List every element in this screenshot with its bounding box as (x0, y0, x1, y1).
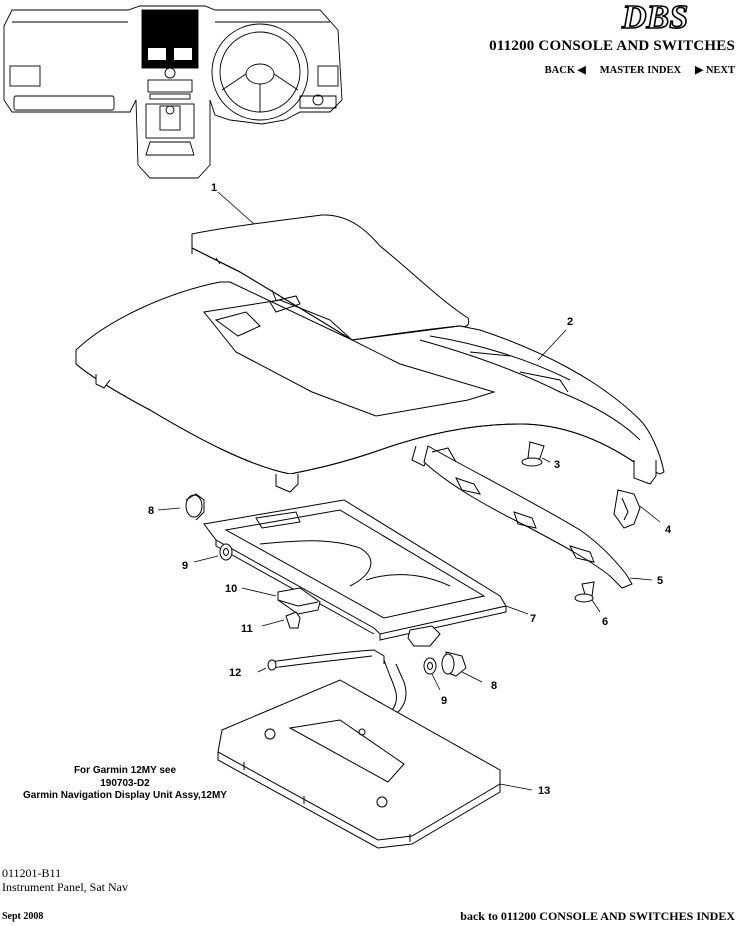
note-line-3: Garmin Navigation Display Unit Assy,12MY (23, 790, 227, 801)
callout-5: 5 (657, 575, 663, 587)
logo-text: DBS (621, 0, 688, 34)
diagram-description: Instrument Panel, Sat Nav (2, 880, 128, 894)
part-8-rotary-knob-upper (157, 493, 205, 521)
note-line-1: For Garmin 12MY see (73, 765, 177, 776)
callout-10: 10 (225, 583, 237, 595)
note-line-2: 190703-D2 (100, 777, 150, 789)
callout-7: 7 (530, 613, 536, 625)
part-4-clip (613, 489, 661, 529)
back-arrow-icon: ◀ (577, 65, 586, 76)
back-to-index-link[interactable]: back to 011200 CONSOLE AND SWITCHES INDE… (460, 909, 735, 923)
dashboard-locator-thumbnail (3, 5, 343, 179)
callout-4: 4 (665, 524, 672, 536)
next-link[interactable]: ▶ NEXT (695, 65, 735, 76)
part-9-washer-lower (423, 657, 441, 691)
part-3-screw (521, 441, 551, 467)
callout-8-lower: 8 (491, 680, 497, 692)
callout-9-lower: 9 (441, 695, 447, 707)
callout-1: 1 (211, 182, 217, 194)
dbs-logo: DBS (620, 0, 689, 34)
part-2-instrument-panel-moulding (75, 281, 665, 493)
next-label: NEXT (705, 65, 735, 76)
page-title: 011200 CONSOLE AND SWITCHES (489, 38, 735, 54)
garmin-note: For Garmin 12MY see 190703-D2 Garmin Nav… (0, 765, 250, 803)
callout-9-upper: 9 (182, 560, 188, 572)
publication-date: Sept 2008 (2, 911, 44, 922)
callout-2: 2 (567, 316, 573, 328)
callout-3: 3 (554, 459, 560, 471)
callout-12: 12 (229, 667, 241, 679)
callout-11: 11 (241, 623, 253, 635)
back-label: BACK (544, 65, 576, 76)
part-10-knob-housing (241, 587, 321, 615)
next-arrow-icon: ▶ (695, 65, 704, 76)
part-6-screw (574, 581, 601, 613)
callout-6: 6 (602, 616, 608, 628)
part-5-mounting-bracket (423, 445, 653, 589)
diagram-code: 011201-B11 (2, 866, 62, 880)
part-8-rotary-knob-lower (441, 651, 483, 683)
part-11-pin (261, 611, 301, 629)
nav-bar: BACK ◀ MASTER INDEX ▶ NEXT (545, 64, 735, 76)
frame-knob (407, 625, 441, 647)
callout-8-upper: 8 (148, 505, 154, 517)
part-9-washer-upper (193, 543, 233, 563)
part-13-mounting-plate (217, 679, 533, 849)
back-link[interactable]: BACK ◀ (545, 65, 586, 76)
part-7-display-frame (203, 499, 529, 641)
master-index-link[interactable]: MASTER INDEX (599, 65, 682, 76)
callout-13: 13 (538, 785, 550, 797)
